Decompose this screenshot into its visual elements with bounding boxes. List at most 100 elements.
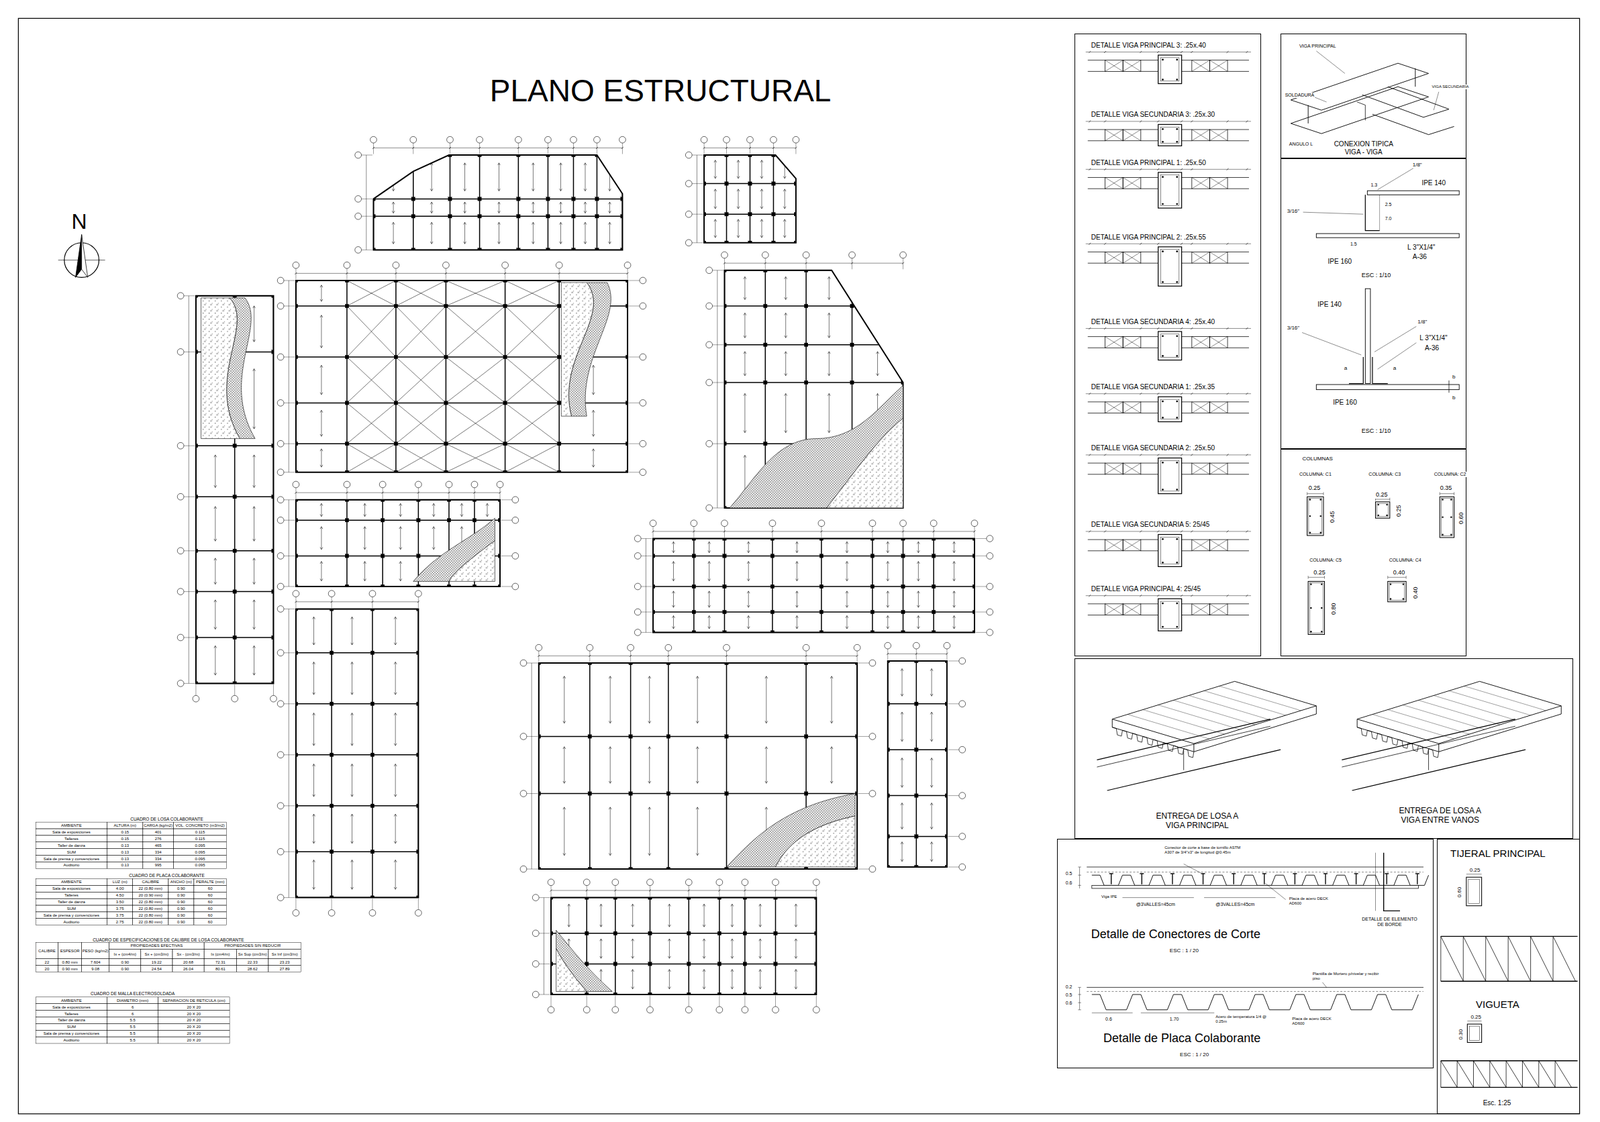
slab-arrow <box>320 410 323 413</box>
dimension-tick <box>1389 497 1390 502</box>
opening-box <box>1191 251 1211 264</box>
column-mark <box>557 304 561 308</box>
slab-arrow <box>886 550 890 553</box>
beam-edge <box>1140 71 1159 72</box>
column-mark <box>411 214 415 219</box>
stirrup <box>1160 601 1179 629</box>
mesh-line <box>1086 871 1424 873</box>
opening-box <box>1122 251 1141 264</box>
column-mark <box>557 355 561 359</box>
dimension-tick <box>1088 392 1091 395</box>
slab-arrow <box>827 351 831 354</box>
bracing-line <box>346 280 396 307</box>
beam-edge <box>1140 473 1159 475</box>
mesh-line <box>1127 714 1210 739</box>
slab-direction <box>560 202 562 214</box>
opening-box <box>1122 177 1141 189</box>
bracing-line <box>346 357 396 403</box>
axis-bubble <box>277 302 284 310</box>
slab-arrow <box>631 904 635 907</box>
beam-line <box>724 344 903 346</box>
slab-arrow <box>320 514 323 517</box>
axis-bubble <box>690 520 698 527</box>
slab-direction <box>731 904 733 927</box>
bracing-line <box>395 306 447 358</box>
opening-cross <box>1105 539 1124 552</box>
bracing-line <box>395 402 447 444</box>
slab-arrow <box>795 561 798 564</box>
slab-arrow <box>784 335 788 338</box>
plan-grid <box>193 293 276 686</box>
opening-box <box>1209 177 1228 189</box>
slab-arrow <box>463 210 467 213</box>
slab-arrow <box>351 692 354 695</box>
slab-arrow <box>214 626 217 629</box>
slab-arrow <box>671 578 675 581</box>
axis-bubble <box>355 212 362 220</box>
slab-arrow <box>765 746 768 749</box>
slab-arrow <box>497 222 501 225</box>
slab-arrow <box>765 781 768 784</box>
slab-arrow <box>563 853 566 856</box>
slab-arrow <box>363 578 367 581</box>
slab-direction <box>784 219 786 238</box>
dimension-tick <box>473 491 476 494</box>
slab-arrow <box>930 758 933 761</box>
mesh-line <box>1142 710 1225 735</box>
slab-arrow <box>531 188 535 191</box>
slab-direction <box>953 541 955 554</box>
stirrup <box>1441 498 1454 537</box>
slab-arrow <box>876 351 880 354</box>
opening-cross <box>1209 539 1228 552</box>
slab-arrow <box>363 546 367 549</box>
dimension-tick <box>1157 453 1160 456</box>
slab-arrow <box>253 485 256 488</box>
dimension-tick <box>1157 392 1160 395</box>
column-mark <box>503 441 507 445</box>
axis-bubble <box>532 930 539 937</box>
rebar-dot <box>1310 630 1312 633</box>
bracing-line <box>505 443 560 473</box>
column-mark <box>595 214 599 219</box>
slab-arrow <box>608 720 612 723</box>
slab-arrow <box>746 626 750 629</box>
slab-arrow <box>320 392 323 395</box>
slab-arrow <box>531 222 535 225</box>
bracing-line <box>346 402 396 444</box>
leader-line <box>1377 168 1414 190</box>
opening-cross <box>1122 463 1141 475</box>
dimension-tick <box>794 146 797 149</box>
leader-line <box>1374 326 1417 352</box>
slab-arrow <box>463 188 467 191</box>
axis-bubble <box>685 879 692 886</box>
axis-bubble <box>535 644 543 652</box>
beam-line <box>538 736 858 738</box>
slab-arrow <box>708 561 711 564</box>
slab-direction <box>744 312 745 338</box>
opening-cross <box>1122 336 1141 349</box>
column-mark <box>850 380 854 384</box>
opening-cross <box>1122 251 1141 264</box>
dimension-tick <box>1308 575 1309 580</box>
slab-direction <box>486 503 488 517</box>
opening-cross <box>1191 604 1211 616</box>
bracing-line <box>505 402 560 444</box>
beam-line <box>667 663 670 870</box>
dimension-tick <box>1245 120 1248 123</box>
slab-arrow <box>214 581 217 584</box>
slab-arrow <box>253 558 256 561</box>
slab-arrow <box>253 626 256 629</box>
column-mark <box>850 342 854 347</box>
slab-arrow <box>583 163 587 166</box>
column-mark <box>380 554 384 558</box>
dimension-tick <box>1180 120 1183 123</box>
axis-bubble <box>355 246 362 254</box>
axis-bubble <box>277 751 284 759</box>
beam-edge <box>1087 336 1106 337</box>
opening-cross <box>1209 60 1228 72</box>
beam-edge <box>1181 463 1192 464</box>
slab-direction <box>532 202 534 214</box>
slab-arrow <box>393 841 397 844</box>
opening-box <box>1105 336 1124 349</box>
hatch-ground <box>726 793 856 868</box>
